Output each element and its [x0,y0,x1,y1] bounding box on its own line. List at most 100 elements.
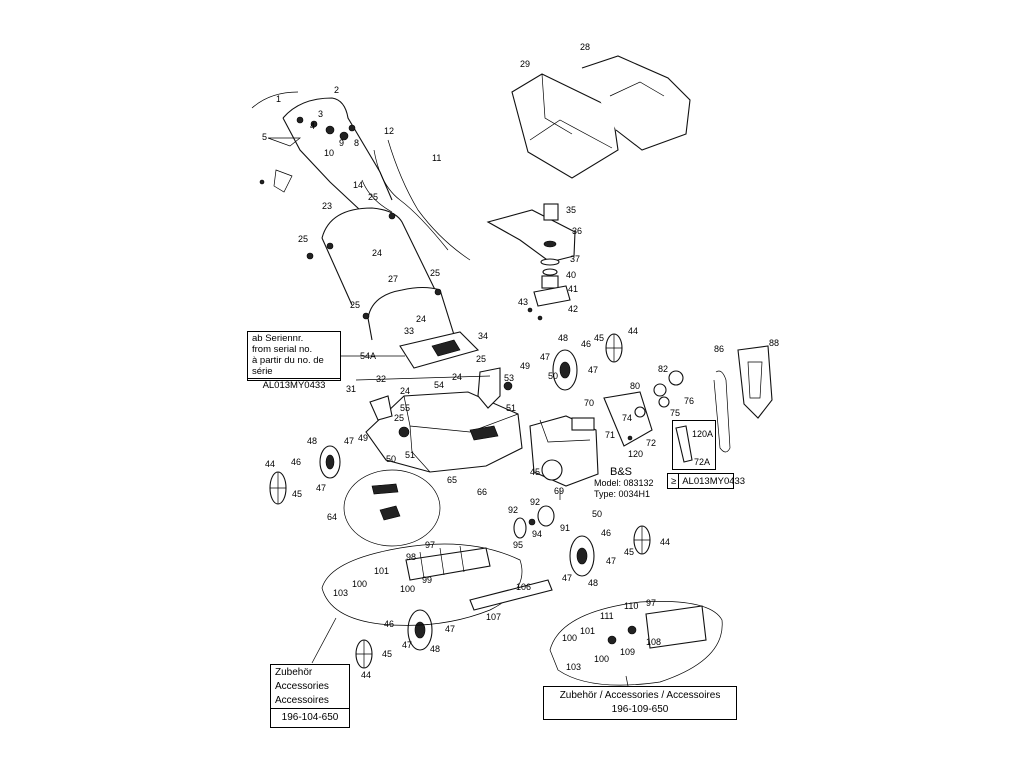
callout-c46b: 46 [581,339,591,349]
hubcap-accessory [355,639,373,669]
callout-c94: 94 [532,529,542,539]
callout-c12: 12 [384,126,394,136]
callout-c47h: 47 [402,640,412,650]
callout-c51b: 51 [405,450,415,460]
callout-c48a: 48 [307,436,317,446]
accessory-right-number: 196-109-650 [611,704,669,715]
hubcap-front-right [633,525,651,555]
callout-c99: 99 [422,575,432,585]
inset-box [672,420,716,470]
callout-c44d: 44 [361,670,371,680]
callout-c25a: 25 [368,192,378,202]
callout-c44c: 44 [660,537,670,547]
callout-c11: 11 [432,153,441,163]
callout-c65: 65 [447,475,457,485]
callout-c8: 8 [354,138,359,148]
callout-c10: 10 [324,148,334,158]
callout-c88: 88 [769,338,779,348]
serial-line-fr: à partir du no. de série [252,355,324,377]
callout-c50a: 50 [386,454,396,464]
serial-line-en: from serial no. [252,344,313,355]
mower-deck [365,391,523,473]
callout-c47a: 47 [344,436,354,446]
callout-c54: 54 [434,380,444,390]
callout-c51a: 51 [506,403,516,413]
callout-c76: 76 [684,396,694,406]
belt-cover [737,345,773,419]
accessory-box-left: Zubehör Accessories Accessoires 196-104-… [270,664,350,728]
greater-equal-symbol: ≥ [668,474,680,488]
serial-note-box: ab Seriennr. from serial no. à partir du… [247,331,341,391]
leader-accessory-left [311,617,337,664]
callout-c101a: 101 [374,566,389,576]
engine-model: Model: 083132 [594,478,654,488]
callout-c2: 2 [334,85,339,95]
callout-c42: 42 [568,304,578,314]
wheel-front-left [319,445,341,479]
callout-c103b: 103 [566,662,581,672]
callout-c33: 33 [404,326,414,336]
callout-c109: 109 [620,647,635,657]
callout-c1: 1 [276,94,281,104]
callout-c55: 55 [400,403,410,413]
callout-c36: 36 [572,226,582,236]
callout-c86: 86 [714,344,724,354]
callout-c35: 35 [566,205,576,215]
callout-c28: 28 [580,42,590,52]
callout-c47b: 47 [316,483,326,493]
callout-c23: 23 [322,201,332,211]
callout-c103a: 103 [333,588,348,598]
callout-c71: 71 [605,430,615,440]
callout-c32: 32 [376,374,386,384]
callout-c74: 74 [622,413,632,423]
callout-c82: 82 [658,364,668,374]
grass-shield [399,331,480,369]
callout-c47f: 47 [562,573,572,583]
wheel-front-right [569,535,595,577]
callout-c72A: 72A [694,457,710,467]
callout-c47c: 47 [540,352,550,362]
callout-c47d: 47 [588,365,598,375]
callout-c66: 66 [477,487,487,497]
callout-c24c: 24 [452,372,462,382]
leader-accessory-right [625,675,629,687]
callout-c29: 29 [520,59,530,69]
callout-c24d: 24 [400,386,410,396]
control-cables [361,139,471,261]
callout-c45d: 45 [624,547,634,557]
accessory-box-right: Zubehör / Accessories / Accessoires 196-… [543,686,737,720]
callout-c120a: 120 [628,449,643,459]
callout-c47g: 47 [445,624,455,634]
callout-c98: 98 [406,552,416,562]
callout-c25f: 25 [394,413,404,423]
lower-handle [362,286,456,341]
callout-c37: 37 [570,254,580,264]
scarifier-accessory-right [549,601,723,686]
callout-c40: 40 [566,270,576,280]
grass-catcher-bag [511,55,691,179]
drive-belt [713,370,731,453]
engine [529,415,599,500]
accessory-left-de: Zubehör [275,667,313,678]
callout-c64: 64 [327,512,337,522]
callout-c70: 70 [584,398,594,408]
rear-flap-bracket [477,367,513,409]
callout-c48b: 48 [558,333,568,343]
scarifier-accessory-left [321,543,523,626]
right-serial-number: AL013MY0433 [682,475,746,487]
callout-c25c: 25 [430,268,440,278]
callout-c97b: 97 [646,598,656,608]
callout-c45b: 45 [594,333,604,343]
callout-c111: 111 [600,611,614,621]
rear-axle [355,375,491,381]
callout-c91: 91 [560,523,570,533]
callout-c44a: 44 [265,459,275,469]
callout-c24a: 24 [372,248,382,258]
engine-type: Type: 0034H1 [594,489,650,499]
callout-c25b: 25 [298,234,308,244]
accessory-right-title: Zubehör / Accessories / Accessoires [559,690,721,701]
hardware-kit-outline [343,469,441,547]
callout-c92a: 92 [508,505,518,515]
callout-c4: 4 [310,121,315,131]
